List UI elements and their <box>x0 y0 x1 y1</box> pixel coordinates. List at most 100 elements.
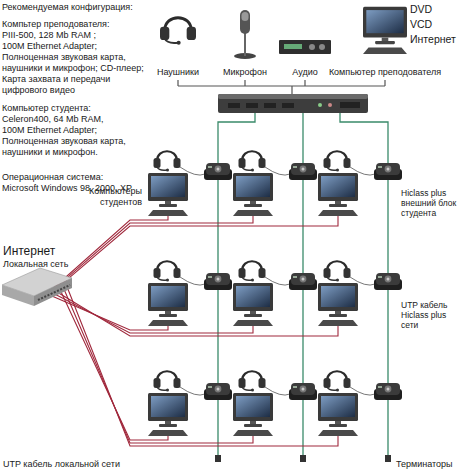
device-node: Наушники <box>155 6 202 78</box>
hiclass-hub <box>218 94 368 113</box>
student-unit-icon <box>204 273 232 290</box>
hiclass-hub <box>318 103 322 107</box>
student-headset-icon <box>324 261 351 281</box>
student-unit-icon <box>204 383 232 400</box>
note-label: Локальная сеть <box>3 259 68 270</box>
lan-switch <box>2 285 34 306</box>
note-label: Celeron400, 64 Mb RAM, <box>2 114 104 125</box>
student-unit-icon <box>374 383 402 400</box>
note-label: Интернет <box>3 244 55 258</box>
hiclass-hub <box>282 103 294 108</box>
audio-device-icon <box>279 40 331 54</box>
student-unit-icon <box>289 383 317 400</box>
note-label: Hiclass plus внешний блок студента <box>401 188 458 218</box>
note-label: Компьютеры студентов <box>62 186 142 208</box>
hiclass-hub <box>264 103 276 108</box>
student-headset-icon <box>239 261 266 281</box>
student-headset-icon <box>239 151 266 171</box>
device-caption: Наушники <box>157 67 199 78</box>
student-workplaces <box>148 151 402 436</box>
lan-switch <box>34 278 72 306</box>
student-unit-icon <box>289 163 317 180</box>
hiclass-hub <box>340 102 360 108</box>
student-headset-icon <box>154 261 181 281</box>
device-caption-box: Микрофон <box>221 67 269 78</box>
lan-cable <box>57 292 338 336</box>
note-label: Полноценная звуковая карта, <box>2 52 126 63</box>
teacher-computer-icon <box>363 7 407 54</box>
student-headset-icon <box>239 371 266 391</box>
note-label: Интернет <box>410 33 456 46</box>
student-headset-icon <box>154 151 181 171</box>
note-label: Операционная система: <box>2 172 103 183</box>
audio-device-icon <box>319 44 325 50</box>
note-label: наушники и микрофон. <box>2 147 98 158</box>
student-headset-icon <box>324 151 351 171</box>
student-computer-icon <box>233 283 273 326</box>
device-caption-box: Аудио <box>278 67 332 78</box>
note-label: Рекомендуемая конфигурация: <box>2 2 133 13</box>
hiclass-cable <box>218 113 388 455</box>
student-computer-icon <box>148 173 188 216</box>
note-label: UTP кабель локальной сети <box>3 459 120 470</box>
microphone-icon <box>242 12 249 21</box>
note-label: UTP кабель Hiclass plus сети <box>401 300 458 330</box>
device-node: Аудио <box>278 6 332 78</box>
note-label: Карта захвата и передачи <box>2 74 110 85</box>
note-label: Компьтер преподователя: <box>2 19 110 30</box>
device-caption-box: Наушники <box>155 67 202 78</box>
note-label: 100M Ethernet Adapter; <box>2 41 97 52</box>
device-caption: Компьютер преподователя <box>329 67 441 78</box>
hiclass-hub <box>246 103 258 108</box>
student-computer-icon <box>318 283 358 326</box>
device-node: Микрофон <box>221 6 269 78</box>
student-headset-icon <box>324 371 351 391</box>
audio-device-icon <box>279 40 331 54</box>
lan-cable <box>64 289 253 443</box>
device-node: Компьютер преподователя <box>327 6 444 78</box>
microphone-icon <box>244 32 246 56</box>
device-caption: Микрофон <box>223 67 267 78</box>
hiclass-hub <box>328 103 332 107</box>
student-computer-icon <box>318 393 358 436</box>
terminator <box>215 455 221 462</box>
student-computer-icon <box>318 173 358 216</box>
note-label: Компьютер студента: <box>2 103 91 114</box>
microphone-icon <box>234 10 256 59</box>
student-computer-icon <box>233 393 273 436</box>
note-label: 100M Ethernet Adapter; <box>2 125 97 136</box>
lan-cable <box>40 216 338 446</box>
note-label: наушники и микрофон; CD-плеер; <box>2 63 144 74</box>
student-unit-icon <box>374 273 402 290</box>
hiclass-hub <box>218 94 368 99</box>
lan-switch <box>2 268 72 306</box>
lan-cable <box>47 216 338 297</box>
lan-switch <box>38 285 70 300</box>
teacher-bus <box>178 80 385 94</box>
teacher-bus <box>178 80 385 94</box>
terminator <box>300 455 306 462</box>
note-label: Терминаторы <box>396 459 453 470</box>
device-caption-box: Компьютер преподователя <box>327 67 444 78</box>
note-label: Полноценная звуковая карта, <box>2 136 126 147</box>
note-label: PIII-500, 128 Mb RAM ; <box>2 30 96 41</box>
microphone-icon <box>240 10 250 34</box>
note-label: DVD <box>410 3 432 16</box>
headphones-icon <box>160 18 196 45</box>
note-label: VCD <box>410 18 432 31</box>
student-computer-icon <box>148 283 188 326</box>
note-label: цифрового видео <box>2 85 75 96</box>
hiclass-hub <box>228 103 240 108</box>
hiclass-hub <box>218 94 368 113</box>
student-computer-icon <box>233 173 273 216</box>
lan-cable <box>67 287 338 446</box>
student-unit-icon <box>289 273 317 290</box>
terminator <box>215 455 391 462</box>
device-caption: Аудио <box>292 67 317 78</box>
student-headset-icon <box>154 371 181 391</box>
student-unit-icon <box>374 163 402 180</box>
student-computer-icon <box>148 393 188 436</box>
audio-device-icon <box>284 44 302 49</box>
terminator <box>385 455 391 462</box>
student-unit-icon <box>204 163 232 180</box>
